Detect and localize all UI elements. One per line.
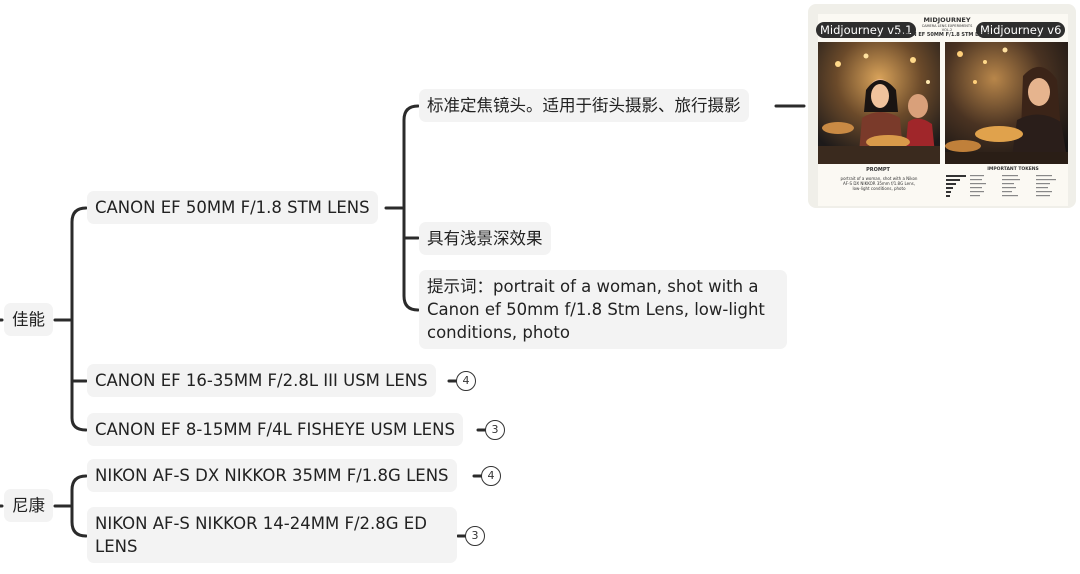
collapsed-count-badge-16-35mm[interactable]: 4 (456, 371, 476, 391)
node-50mm-bokeh[interactable]: 具有浅景深效果 (419, 222, 551, 255)
thumbnail-card: Midjourney v5.1 Midjourney v6 MIDJOURNEY… (816, 14, 1068, 206)
collapsed-count-badge-8-15mm[interactable]: 3 (485, 420, 505, 440)
connector-50mm-bracket (402, 104, 420, 312)
connector-nikon-bracket (70, 474, 88, 538)
collapsed-count-badge-nikon-35mm[interactable]: 4 (481, 466, 501, 486)
right-photo (945, 42, 1068, 164)
node-nikon-35mm[interactable]: NIKON AF-S DX NIKKOR 35MM F/1.8G LENS (87, 459, 457, 492)
thumbnail-brand-sub: CAMERA LENS EXPERIMENTS VOL.2 (921, 24, 973, 32)
left-photo (818, 42, 940, 164)
branch-nikon[interactable]: 尼康 (4, 489, 53, 522)
node-50mm-description[interactable]: 标准定焦镜头。适用于街头摄影、旅行摄影 (419, 89, 749, 122)
thumbnail-lens-title: CANON EF 50MM F/1.8 STM LENS (896, 32, 990, 38)
node-canon-8-15mm[interactable]: CANON EF 8-15MM F/4L FISHEYE USM LENS (87, 413, 463, 446)
node-canon-50mm[interactable]: CANON EF 50MM F/1.8 STM LENS (87, 191, 378, 224)
branch-canon[interactable]: 佳能 (4, 303, 53, 336)
collapsed-count-badge-nikon-14-24mm[interactable]: 3 (465, 526, 485, 546)
prompt-text: portrait of a woman, shot with a Nikon A… (840, 176, 918, 191)
connector-canon-bracket (70, 206, 88, 432)
tokens-header: IMPORTANT TOKENS (987, 167, 1039, 172)
prompt-header: PROMPT (866, 167, 890, 173)
tokens-bars (946, 175, 1056, 197)
node-canon-16-35mm[interactable]: CANON EF 16-35MM F/2.8L III USM LENS (87, 364, 436, 397)
thumbnail-brand: MIDJOURNEY (923, 16, 971, 24)
left-version-tag: Midjourney v5.1 (816, 22, 917, 38)
node-nikon-14-24mm[interactable]: NIKON AF-S NIKKOR 14-24MM F/2.8G ED LENS (87, 507, 457, 563)
node-50mm-prompt[interactable]: 提示词：portrait of a woman, shot with a Can… (419, 270, 787, 349)
lens-comparison-thumbnail[interactable]: Midjourney v5.1 Midjourney v6 MIDJOURNEY… (808, 4, 1076, 208)
right-version-tag: Midjourney v6 (976, 22, 1066, 38)
